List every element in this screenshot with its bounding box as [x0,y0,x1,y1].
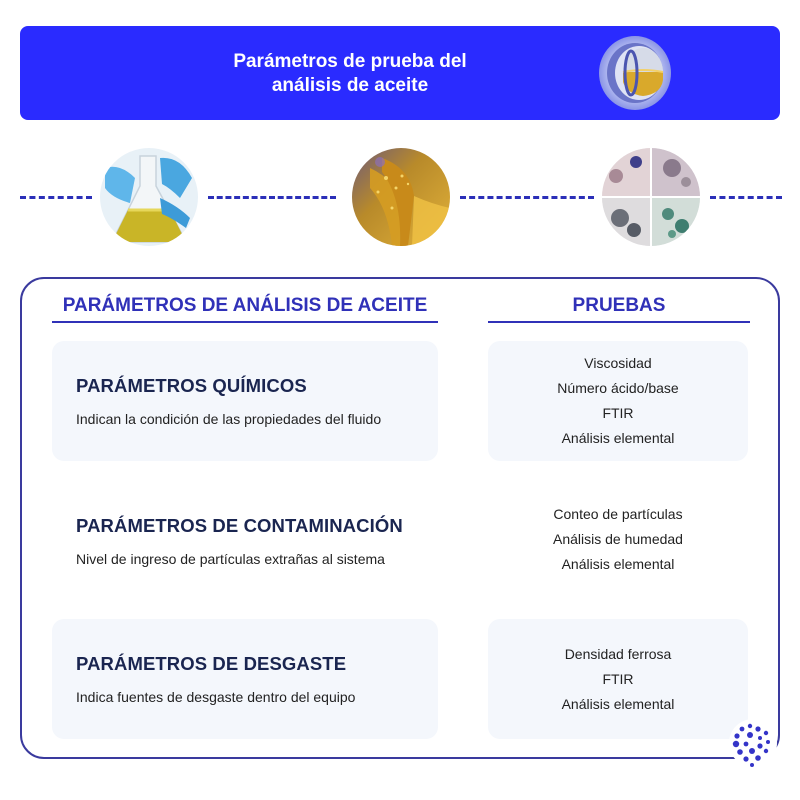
parameter-description: Indican la condición de las propiedades … [76,411,382,427]
image-strip [0,140,800,260]
tests-column-header: PRUEBAS [488,295,750,323]
header-banner: Parámetros de prueba del análisis de ace… [20,26,780,120]
test-item: Análisis de humedad [553,530,683,547]
test-item: FTIR [602,405,634,421]
dots-logo-icon [726,718,780,768]
parameter-card-chemical: PARÁMETROS QUÍMICOS Indican la condición… [52,341,438,461]
test-item: FTIR [602,670,634,687]
connector-dash-1 [20,196,92,199]
test-item: Densidad ferrosa [564,645,672,662]
test-item: Análisis elemental [561,430,675,446]
parameters-column-header: PARÁMETROS DE ANÁLISIS DE ACEITE [52,295,438,323]
oil-flask-image [100,148,198,246]
oil-pour-image [352,148,450,246]
parameter-title: PARÁMETROS QUÍMICOS [76,375,307,396]
connector-dash-3 [460,196,594,199]
parameter-card-wear: PARÁMETROS DE DESGASTE Indica fuentes de… [52,619,438,739]
parameter-description: Nivel de ingreso de partículas extrañas … [76,551,385,567]
parameter-title: PARÁMETROS DE CONTAMINACIÓN [76,515,403,536]
tests-card-chemical: Viscosidad Número ácido/base FTIR Anális… [488,341,748,461]
tests-card-contamination: Conteo de partículas Análisis de humedad… [488,479,748,599]
banner-title: Parámetros de prueba del análisis de ace… [180,50,520,98]
test-item: Conteo de partículas [553,505,683,522]
parameter-description: Indica fuentes de desgaste dentro del eq… [76,689,356,705]
banner-title-line-1: Parámetros de prueba del [233,51,467,72]
oil-sight-glass-icon [595,34,675,112]
oil-analysis-table: PARÁMETROS DE ANÁLISIS DE ACEITE PRUEBAS… [20,277,780,759]
banner-title-line-2: análisis de aceite [271,75,429,96]
particle-microscopy-image [602,148,700,246]
tests-card-wear: Densidad ferrosa FTIR Análisis elemental [488,619,748,739]
parameter-title: PARÁMETROS DE DESGASTE [76,653,347,674]
test-item: Número ácido/base [557,380,679,396]
test-item: Viscosidad [584,355,652,371]
test-item: Análisis elemental [561,695,675,712]
connector-dash-4 [710,196,782,199]
connector-dash-2 [208,196,336,199]
test-item: Análisis elemental [561,555,675,572]
parameter-card-contamination: PARÁMETROS DE CONTAMINACIÓN Nivel de ing… [52,481,438,601]
